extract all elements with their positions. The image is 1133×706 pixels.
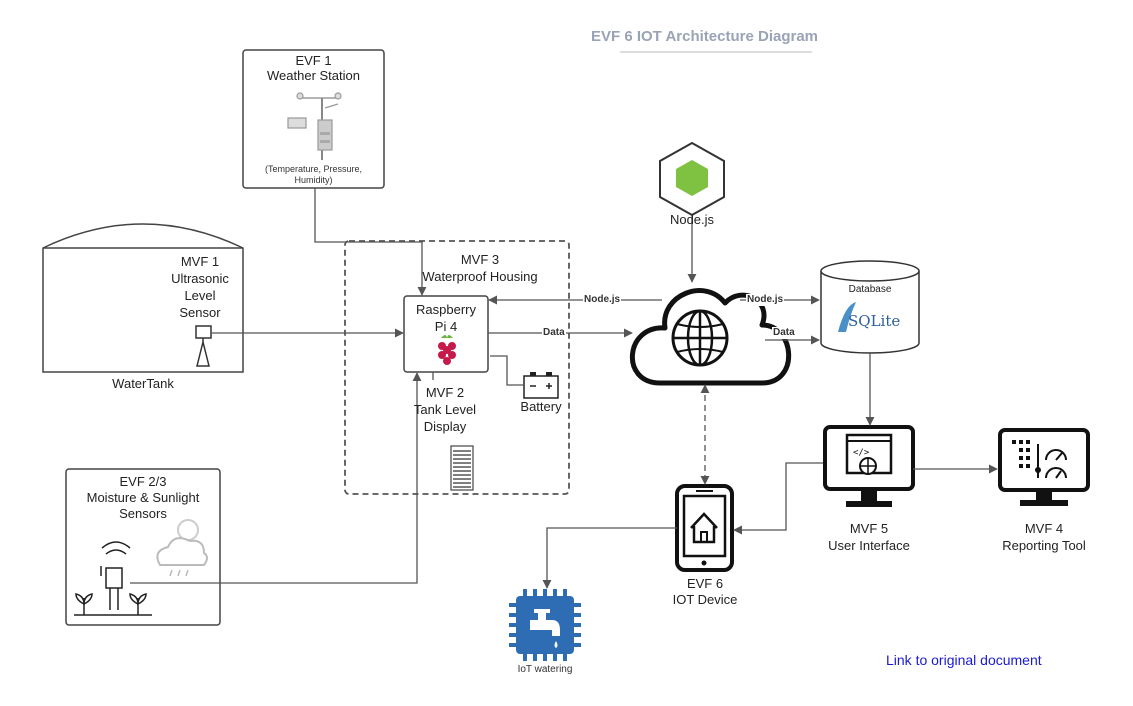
edge-label-node-to-pi: Node.js	[583, 294, 622, 306]
raspberry-pi-label-1: Raspberry	[416, 302, 476, 317]
weather-station-sub: Weather Station	[267, 68, 360, 83]
edge-label-pi-to-cloud: Data	[542, 327, 566, 339]
edge-battery-to-pi	[490, 355, 524, 386]
weather-station-note-1: (Temperature, Pressure,	[264, 164, 363, 174]
cloud-internet-icon	[630, 288, 792, 386]
battery-icon	[523, 372, 559, 399]
weather-station-box	[242, 49, 385, 189]
sqlite-logo: SQLite	[848, 312, 901, 330]
database-icon	[820, 260, 920, 354]
tank-sensor-label-1: MVF 1	[180, 254, 220, 269]
reporting-label-2: Reporting Tool	[1002, 538, 1086, 553]
database-label: Database	[848, 284, 892, 295]
connectors	[130, 188, 998, 589]
tank-sensor-label-2: Ultrasonic	[171, 271, 229, 286]
nodejs-icon	[659, 141, 725, 217]
raspberry-pi-icon	[438, 335, 456, 365]
sunlight-cloud-icon	[156, 519, 208, 577]
iot-watering-icon	[509, 589, 581, 661]
iot-device-label-1: EVF 6	[686, 576, 724, 591]
ui-label-1: MVF 5	[849, 521, 889, 536]
moisture-sensor-box	[65, 468, 221, 626]
ui-label-2: User Interface	[828, 538, 910, 553]
housing-label-1: MVF 3	[460, 252, 500, 267]
edge-label-cloud-to-db-data: Data	[772, 327, 796, 339]
battery-label: Battery	[520, 399, 562, 414]
moisture-label-2: Moisture & Sunlight	[86, 490, 200, 505]
svg-text:</>: </>	[853, 448, 870, 458]
edge-phone-to-watering	[542, 527, 677, 589]
moisture-label-1: EVF 2/3	[119, 474, 167, 489]
moisture-sensor-icon	[74, 541, 152, 616]
reporting-tool-monitor-icon	[998, 428, 1090, 506]
nodejs-label: Node.js	[669, 212, 715, 227]
original-document-link[interactable]: Link to original document	[886, 652, 1042, 668]
waterproof-housing-box	[344, 240, 570, 495]
weather-station-icon	[287, 92, 342, 160]
raspberry-pi-box	[403, 295, 489, 373]
page-title: EVF 6 IOT Architecture Diagram	[591, 28, 819, 45]
moisture-label-3: Sensors	[119, 506, 167, 521]
display-label-2: Tank Level	[413, 402, 477, 417]
edge-label-cloud-to-db-node: Node.js	[746, 294, 785, 306]
reporting-label-1: MVF 4	[1024, 521, 1064, 536]
user-interface-monitor-icon: </>	[823, 425, 915, 507]
display-label-3: Display	[423, 419, 467, 434]
iot-device-phone-icon	[675, 484, 734, 572]
raspberry-pi-label-2: Pi 4	[434, 319, 458, 334]
iot-watering-label: IoT watering	[517, 664, 573, 675]
iot-device-label-2: IOT Device	[672, 592, 738, 607]
housing-label-2: Waterproof Housing	[422, 269, 538, 284]
edge-weather-to-pi	[314, 188, 427, 296]
ultrasonic-sensor-icon	[195, 325, 212, 367]
tank-level-display-icon	[450, 445, 474, 491]
edge-moisture-to-pi	[130, 372, 422, 584]
tank-sensor-label-4: Sensor	[179, 305, 221, 320]
water-tank-caption: WaterTank	[112, 376, 174, 391]
tank-sensor-label-3: Level	[184, 288, 216, 303]
edge-ui-to-phone	[733, 462, 823, 535]
weather-station-note-2: Humidity)	[294, 175, 333, 185]
weather-station-name: EVF 1	[295, 53, 332, 68]
display-label-1: MVF 2	[425, 385, 465, 400]
